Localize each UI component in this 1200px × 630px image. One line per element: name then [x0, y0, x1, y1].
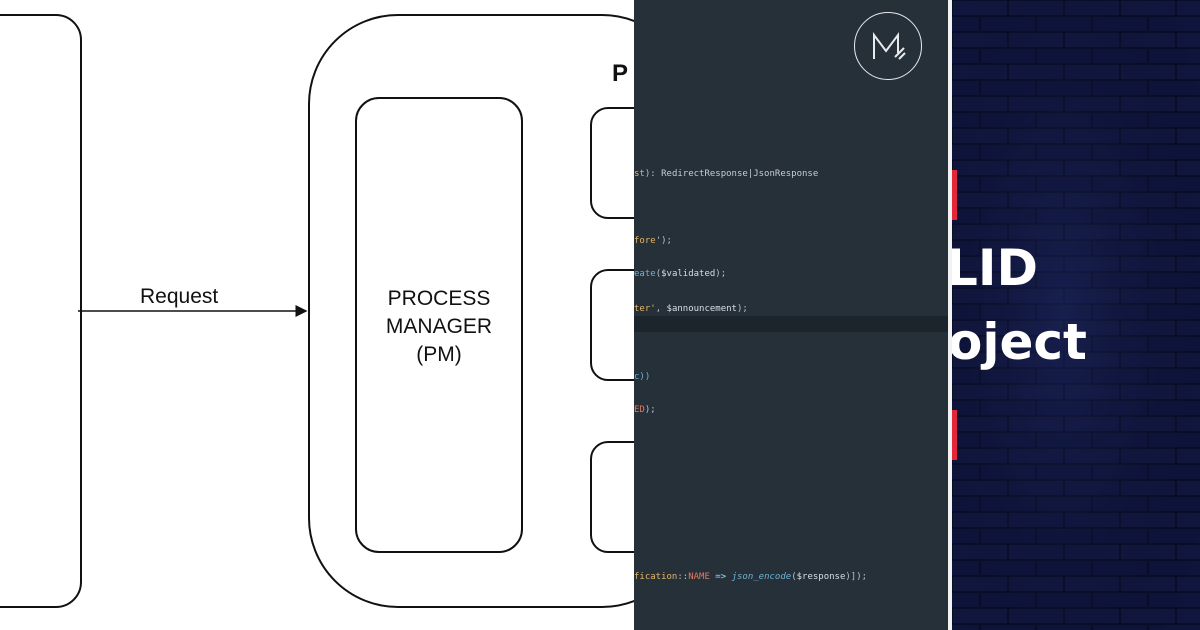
code-token: c))	[634, 372, 651, 382]
code-token: $announcement	[666, 304, 737, 314]
code-token: );	[736, 304, 748, 314]
brick-wall-pattern	[952, 0, 1200, 630]
worker-box-1	[590, 107, 634, 219]
code-token: ):	[644, 169, 662, 179]
red-accent-bar	[952, 410, 957, 460]
worker-box-2	[590, 269, 634, 381]
code-token: (	[791, 572, 797, 582]
code-token: st	[634, 169, 645, 179]
code-token: (	[655, 269, 662, 279]
process-diagram: Request PROCESS MANAGER (PM) P	[0, 14, 634, 608]
code-line: st): RedirectResponse|JsonResponse	[634, 168, 818, 180]
process-manager-label: PROCESS MANAGER (PM)	[385, 287, 493, 366]
request-label: Request	[140, 285, 219, 308]
code-token: );	[715, 269, 727, 279]
banner-title-line-2: oject	[952, 313, 1087, 371]
banner-title-line-1: LID	[952, 239, 1038, 297]
worker-box-3	[590, 441, 634, 553]
code-token: eate	[634, 269, 656, 279]
active-line-highlight	[634, 316, 948, 332]
client-box	[0, 14, 82, 608]
code-line: c))	[634, 371, 650, 383]
code-token: NAME	[688, 572, 710, 582]
code-line: fore');	[634, 235, 672, 247]
code-token: );	[644, 405, 656, 415]
code-line: ED);	[634, 404, 656, 416]
code-token: $response	[796, 572, 846, 582]
code-token: ED	[634, 405, 645, 415]
code-token: $validated	[661, 269, 716, 279]
code-line: eate($validated);	[634, 268, 726, 280]
panel-divider	[948, 0, 952, 630]
code-editor-panel: st): RedirectResponse|JsonResponse fore')…	[634, 0, 948, 630]
code-token: ,	[655, 304, 667, 314]
code-token: =>	[709, 572, 732, 582]
code-token: json_encode	[731, 572, 792, 582]
brick-wall-banner: LID oject	[952, 0, 1200, 630]
code-token: ');	[655, 236, 672, 246]
code-token: fication	[634, 572, 678, 582]
code-token: fore	[634, 236, 656, 246]
cropped-heading-letter: P	[612, 60, 629, 87]
red-accent-bar	[952, 170, 957, 220]
code-token: ::	[677, 572, 689, 582]
code-line: ter', $announcement);	[634, 303, 748, 315]
process-manager-box	[355, 97, 523, 553]
code-token: ter'	[634, 304, 656, 314]
code-token: )]);	[845, 572, 868, 582]
m-monogram-logo-icon	[854, 12, 922, 80]
code-token: RedirectResponse|JsonResponse	[661, 169, 819, 179]
code-line: fication::NAME => json_encode($response)…	[634, 571, 867, 583]
